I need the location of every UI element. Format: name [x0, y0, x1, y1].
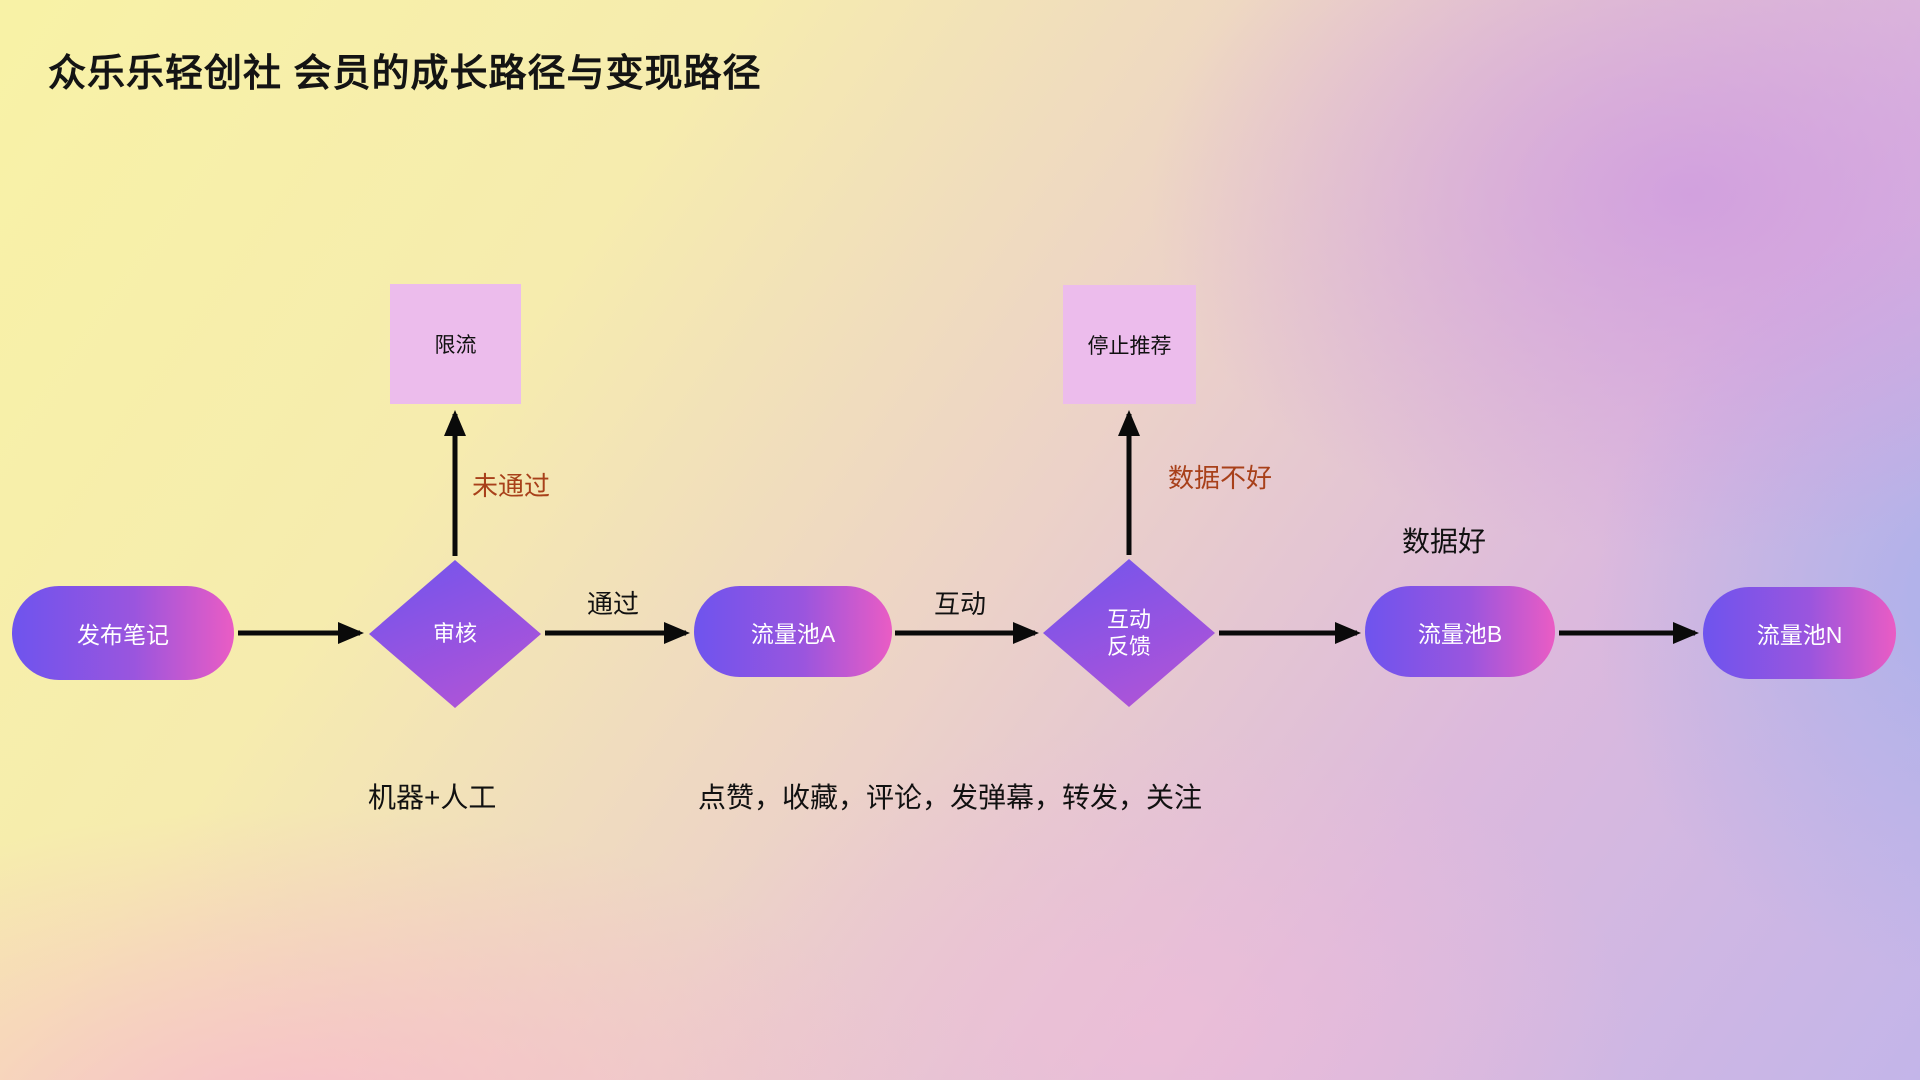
edge-label-bad-data: 数据不好 [1168, 463, 1273, 493]
node-interaction-feedback-line1: 互动 [1106, 606, 1151, 632]
node-interaction-feedback: 互动 反馈 [1043, 559, 1215, 707]
node-pool-n: 流量池N [1703, 587, 1896, 679]
annotation-review-method: 机器+人工 [368, 782, 497, 813]
edge-label-interact: 互动 [934, 589, 987, 619]
node-publish-note: 发布笔记 [12, 586, 234, 680]
node-pool-a-label: 流量池A [750, 620, 836, 647]
node-limit-flow: 限流 [390, 284, 521, 404]
node-pool-b: 流量池B [1365, 586, 1555, 677]
node-limit-flow-label: 限流 [434, 334, 477, 357]
node-review: 审核 [369, 560, 541, 708]
node-stop-recommend-label: 停止推荐 [1087, 334, 1172, 358]
node-publish-note-label: 发布笔记 [77, 622, 169, 648]
annotation-interaction-types: 点赞，收藏，评论，发弹幕，转发，关注 [698, 782, 1203, 813]
node-interaction-feedback-line2: 反馈 [1106, 634, 1151, 659]
edge-label-good-data: 数据好 [1402, 526, 1487, 557]
edge-label-not-passed: 未通过 [472, 471, 551, 501]
node-pool-b-label: 流量池B [1417, 620, 1503, 647]
node-stop-recommend: 停止推荐 [1063, 285, 1196, 404]
node-pool-a: 流量池A [694, 586, 892, 677]
node-review-label: 审核 [432, 621, 477, 647]
page-title: 众乐乐轻创社 会员的成长路径与变现路径 [48, 53, 762, 95]
edge-label-passed: 通过 [587, 589, 640, 619]
node-pool-n-label: 流量池N [1756, 622, 1843, 648]
